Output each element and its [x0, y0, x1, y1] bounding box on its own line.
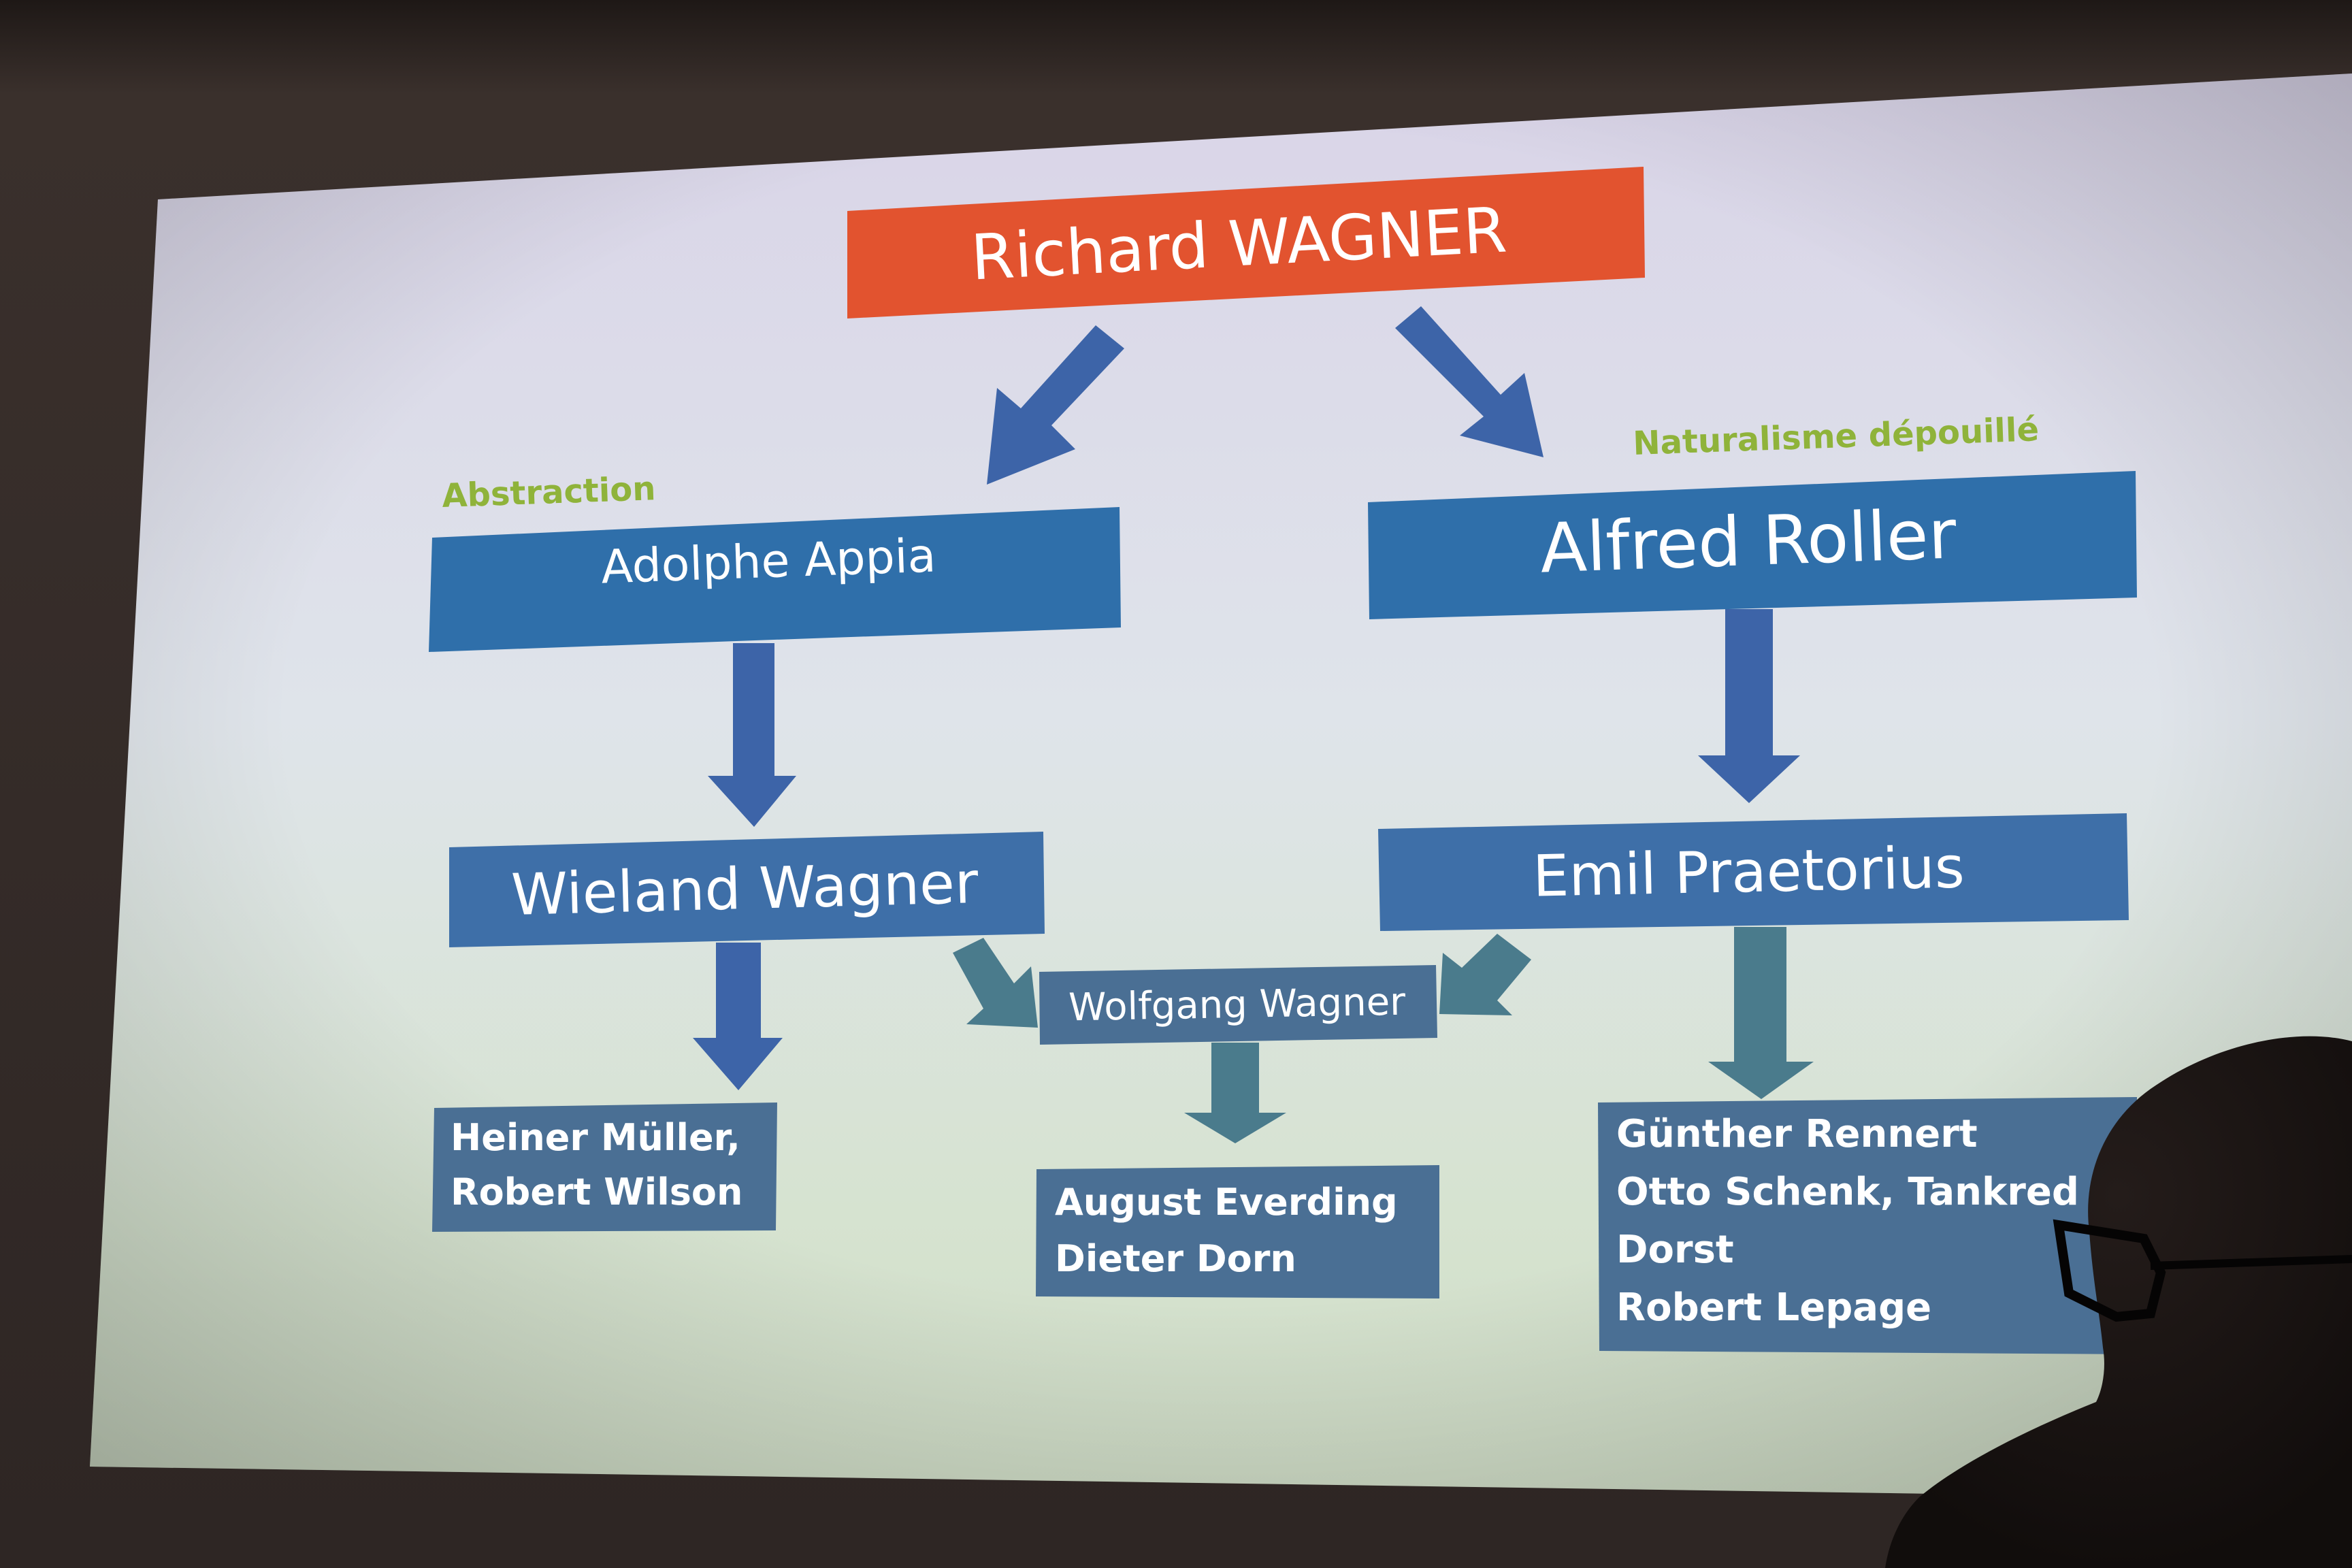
node-heiner-muller: [432, 1102, 777, 1232]
node-heiner-muller-line1: Heiner Müller,: [451, 1116, 740, 1159]
node-emil-praetorius: [1378, 813, 2129, 931]
arrow-wieland-to-wolfgang: [953, 938, 1038, 1028]
node-heiner-muller-line2: Robert Wilson: [451, 1171, 742, 1213]
node-august-everding-line1: August Everding: [1055, 1181, 1398, 1224]
node-adolphe-appia: [429, 507, 1121, 652]
node-alfred-roller-label: Alfred Roller: [1539, 494, 1958, 588]
node-gunther-rennert-line1: Günther Rennert: [1616, 1112, 1978, 1156]
person-silhouette: [1885, 1036, 2352, 1568]
left-caption: Abstraction: [441, 470, 656, 515]
root-node: [847, 167, 1645, 318]
node-gunther-rennert: [1598, 1097, 2138, 1354]
node-emil-praetorius-label: Emil Praetorius: [1532, 834, 1965, 909]
arrow-praetorius-to-rennert: [1708, 927, 1814, 1099]
glasses-icon: [2053, 1219, 2166, 1322]
arrow-wolfgang-to-everding: [1184, 1043, 1286, 1143]
node-august-everding: [1036, 1165, 1439, 1298]
arrow-appia-to-wieland: [708, 643, 796, 827]
node-wolfgang-wagner-label: Wolfgang Wagner: [1068, 980, 1407, 1030]
node-wieland-wagner-label: Wieland Wagner: [510, 849, 979, 928]
arrow-roller-to-praetorius: [1698, 609, 1800, 803]
node-alfred-roller: [1368, 471, 2137, 619]
node-august-everding-line2: Dieter Dorn: [1055, 1237, 1296, 1280]
arrow-wieland-to-muller: [693, 943, 783, 1090]
arrow-praetorius-to-wolfgang: [1439, 934, 1531, 1015]
node-adolphe-appia-label: Adolphe Appia: [600, 529, 937, 594]
node-wieland-wagner: [449, 832, 1045, 947]
arrow-root-to-appia: [987, 325, 1124, 485]
node-wolfgang-wagner: [1039, 965, 1437, 1045]
arrow-root-to-roller: [1395, 306, 1544, 457]
node-gunther-rennert-line4: Robert Lepage: [1616, 1286, 1931, 1330]
node-gunther-rennert-line3: Dorst: [1616, 1228, 1734, 1272]
node-gunther-rennert-line2: Otto Schenk, Tankred: [1616, 1170, 2079, 1214]
